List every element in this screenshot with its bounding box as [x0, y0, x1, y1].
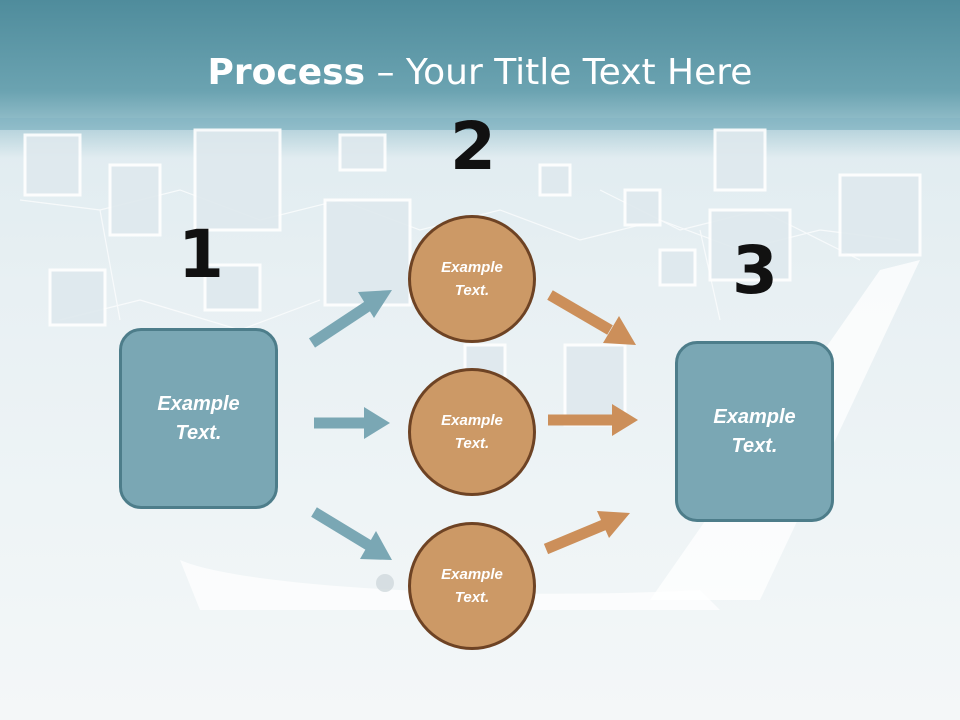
circle-bottom-text: Example Text. — [441, 566, 503, 606]
banner-fade — [0, 118, 960, 158]
arrow-blue-right — [314, 407, 390, 439]
circle-top-text: Example Text. — [441, 259, 503, 299]
left-box: Example Text. — [119, 328, 278, 509]
arrow-blue-down — [311, 507, 392, 560]
arrow-blue-up — [308, 290, 392, 348]
circle-middle: Example Text. — [408, 368, 536, 496]
circle-middle-text: Example Text. — [441, 412, 503, 452]
arrow-orange-right — [548, 404, 638, 436]
title-bold: Process — [207, 52, 366, 93]
arrow-orange-up — [543, 511, 630, 555]
left-box-text: Example Text. — [157, 392, 240, 444]
step-number-3: 3 — [732, 232, 778, 309]
circle-top: Example Text. — [408, 215, 536, 343]
step-number-1: 1 — [178, 216, 224, 293]
page-title: Process – Your Title Text Here — [0, 52, 960, 93]
right-box-text: Example Text. — [713, 405, 796, 457]
title-banner — [0, 0, 960, 130]
circle-bottom: Example Text. — [408, 522, 536, 650]
title-rest: – Your Title Text Here — [365, 52, 753, 93]
right-box: Example Text. — [675, 341, 834, 522]
step-number-2: 2 — [450, 108, 496, 185]
arrow-orange-down — [547, 290, 636, 345]
